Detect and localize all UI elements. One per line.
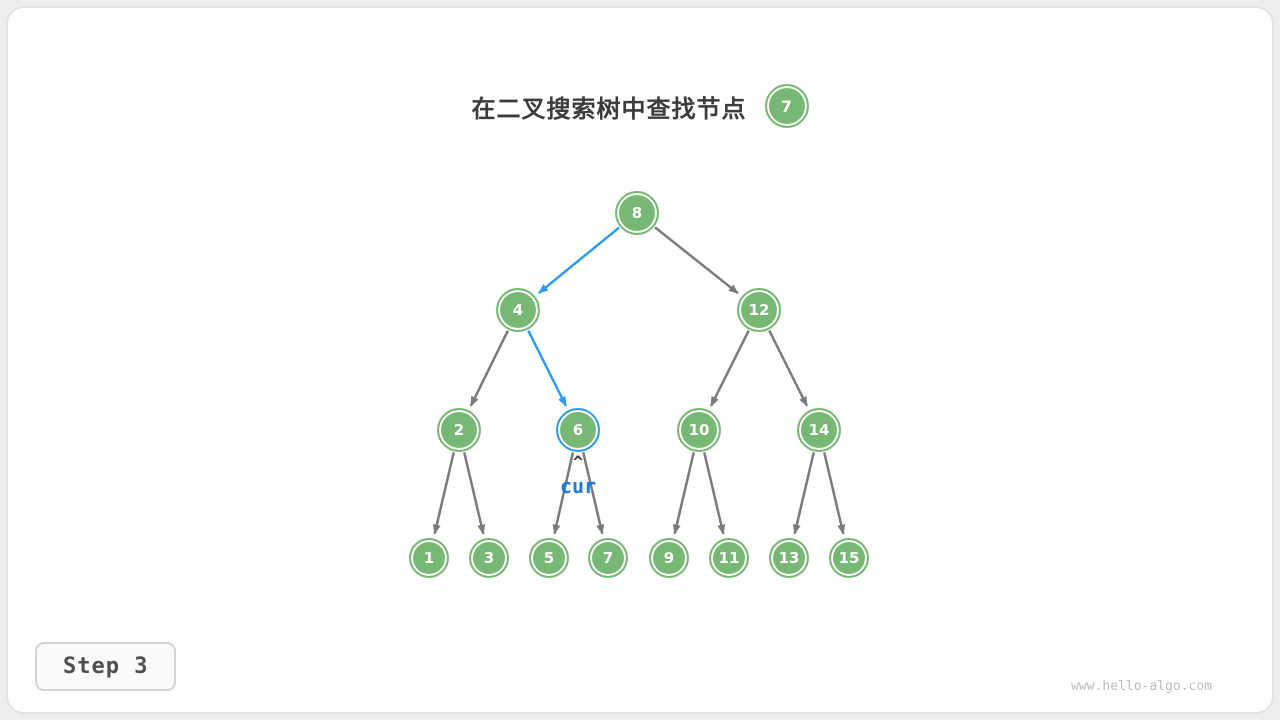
tree-node-6: 6: [556, 408, 600, 452]
tree-edge-14-15: [823, 452, 846, 535]
tree-node-4: 4: [496, 288, 540, 332]
step-badge-label: Step 3: [63, 654, 149, 679]
tree-edge-8-4: [538, 226, 620, 294]
tree-edge-6-5: [552, 452, 575, 535]
tree-node-3: 3: [469, 538, 509, 578]
tree-node-5: 5: [529, 538, 569, 578]
step-badge: Step 3: [35, 642, 177, 691]
cur-pointer-label: cur: [559, 474, 597, 498]
tree-edge-8-12: [654, 226, 739, 295]
tree-edge-2-1: [432, 452, 455, 535]
tree-edge-2-3: [463, 452, 486, 535]
tree-edge-12-10: [709, 330, 750, 407]
tree-edge-14-13: [792, 452, 815, 535]
title-row: 在二叉搜索树中查找节点 7: [0, 84, 1280, 128]
cur-caret-icon: ^: [572, 453, 584, 473]
tree-edge-10-11: [703, 452, 726, 535]
watermark: www.hello-algo.com: [1071, 679, 1212, 694]
tree-edge-4-6: [527, 330, 568, 407]
tree-node-9: 9: [649, 538, 689, 578]
diagram-title: 在二叉搜索树中查找节点: [471, 95, 747, 123]
diagram-card: [6, 6, 1274, 714]
tree-edge-4-2: [469, 330, 509, 407]
tree-edge-6-7: [582, 452, 605, 535]
tree-node-15: 15: [829, 538, 869, 578]
tree-node-12: 12: [737, 288, 781, 332]
tree-node-8: 8: [615, 191, 659, 235]
tree-node-7: 7: [588, 538, 628, 578]
tree-node-10: 10: [677, 408, 721, 452]
tree-node-11: 11: [709, 538, 749, 578]
tree-node-13: 13: [769, 538, 809, 578]
tree-node-14: 14: [797, 408, 841, 452]
search-target-node: 7: [764, 84, 809, 128]
tree-node-2: 2: [437, 408, 481, 452]
tree-edge-12-14: [768, 330, 809, 407]
tree-edge-10-9: [672, 452, 695, 535]
tree-node-1: 1: [409, 538, 449, 578]
cur-pointer: ^ cur: [559, 453, 597, 499]
